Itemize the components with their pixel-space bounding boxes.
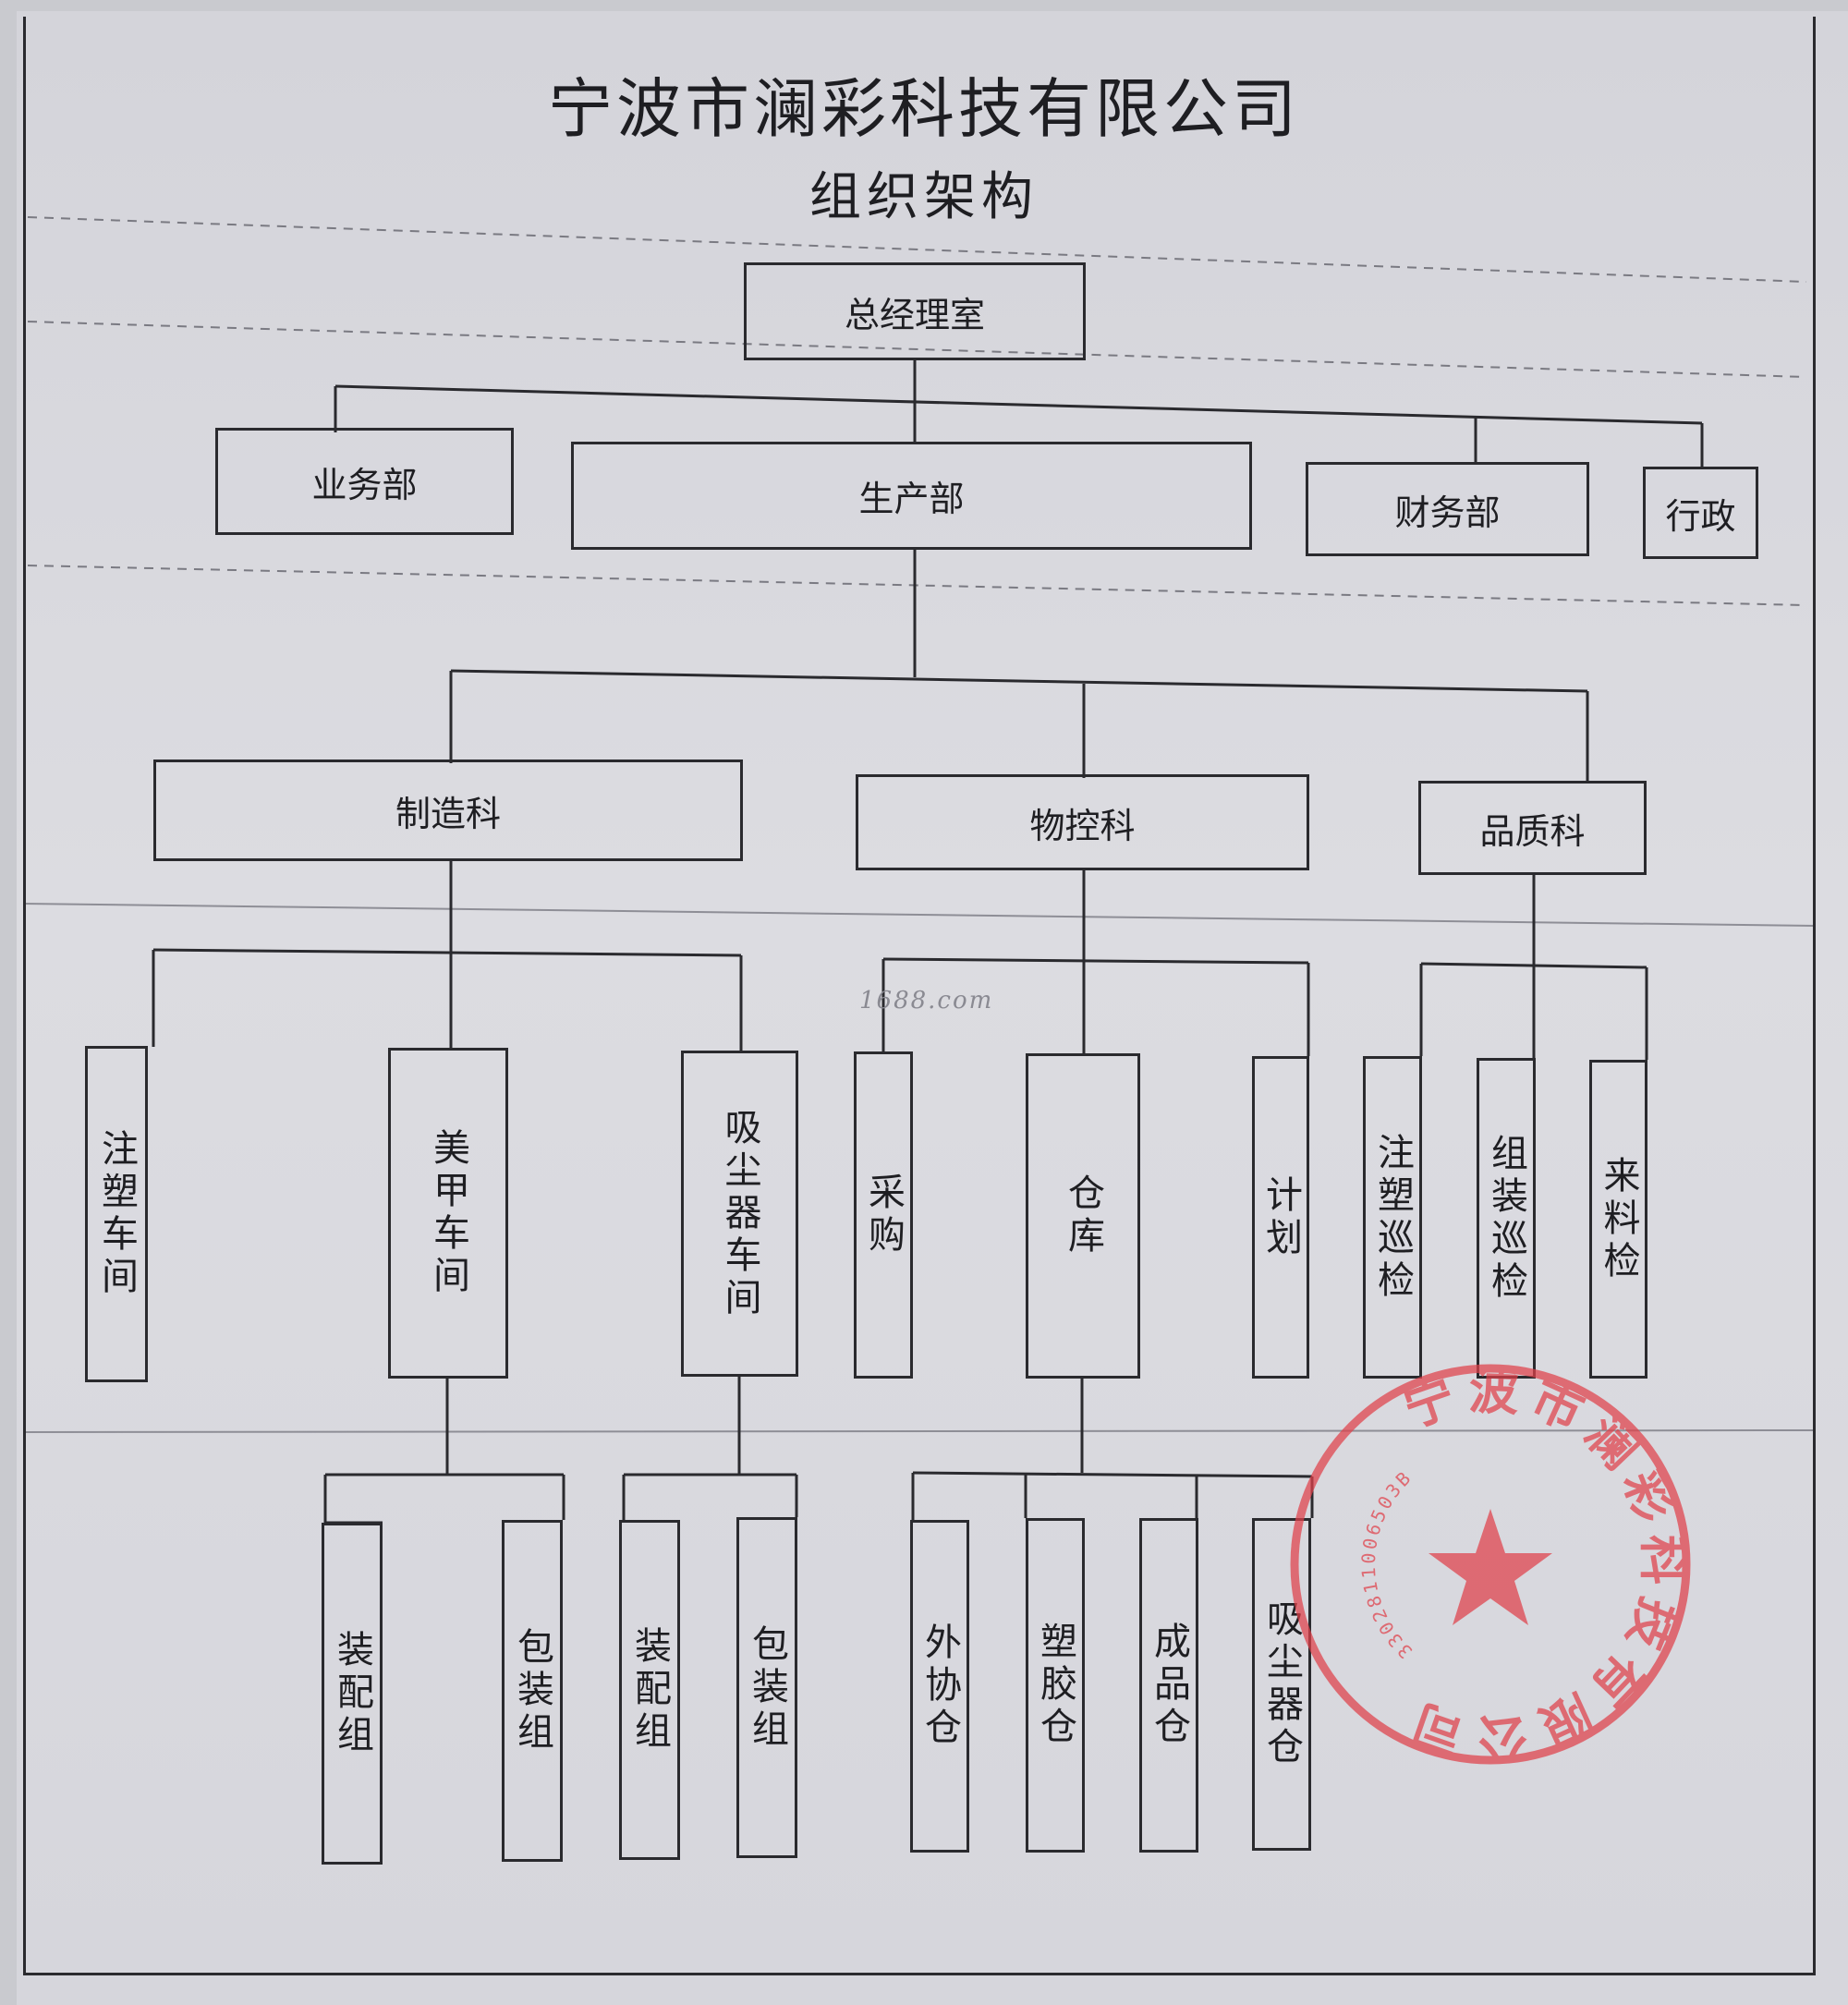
node-label: 外协仓: [918, 1622, 961, 1750]
node-incoming-inspection: 来料检: [1589, 1060, 1647, 1379]
node-label: 业务部: [311, 464, 418, 505]
watermark-text: 1688.com: [859, 987, 994, 1015]
node-vacuum-assembly-group: 装配组: [619, 1520, 680, 1860]
node-label: 采购: [862, 1173, 905, 1258]
node-label: 制造科: [395, 793, 501, 834]
seal-code-text: 3302811006503B: [1357, 1465, 1416, 1663]
node-label: 注塑车间: [95, 1129, 138, 1299]
dashed-guide-2: [27, 321, 1807, 378]
node-nail-packing-group: 包装组: [502, 1520, 563, 1862]
node-label: 吸尘器仓: [1260, 1599, 1303, 1769]
fold-line-1: [22, 903, 1817, 927]
node-label: 计划: [1259, 1174, 1302, 1260]
node-vacuum-packing-group: 包装组: [736, 1517, 797, 1858]
company-title: 宁波市澜彩科技有限公司: [548, 71, 1300, 147]
node-assembly-patrol: 组装巡检: [1477, 1058, 1536, 1379]
node-injection-workshop: 注塑车间: [85, 1046, 148, 1382]
seal-ring: [1290, 1364, 1691, 1765]
node-label: 成品仓: [1148, 1622, 1190, 1749]
node-nail-workshop: 美甲车间: [388, 1048, 508, 1379]
page-frame: [23, 17, 1816, 1975]
node-label: 物控科: [1029, 805, 1136, 846]
node-sales: 业务部: [215, 428, 514, 535]
node-label: 组装巡检: [1485, 1133, 1527, 1304]
node-label: 财务部: [1394, 492, 1501, 533]
node-label: 生产部: [858, 479, 965, 519]
seal-star-icon: [1429, 1509, 1552, 1625]
node-finance: 财务部: [1306, 462, 1589, 556]
node-label: 包装组: [746, 1623, 788, 1752]
fold-line-2: [22, 1429, 1817, 1433]
node-general-manager: 总经理室: [744, 262, 1086, 360]
node-outsourcing-store: 外协仓: [910, 1520, 969, 1853]
node-label: 包装组: [511, 1627, 553, 1755]
node-label: 来料检: [1597, 1155, 1640, 1283]
node-plastic-store: 塑胶仓: [1026, 1518, 1085, 1853]
dashed-guide-1: [27, 216, 1807, 283]
node-production: 生产部: [571, 442, 1252, 550]
node-admin: 行政: [1643, 467, 1758, 559]
seal-company-text: 宁波市澜彩科技有限公司: [1396, 1361, 1693, 1768]
node-label: 总经理室: [844, 294, 985, 335]
company-seal: 宁波市澜彩科技有限公司 3302811006503B: [1290, 1361, 1693, 1768]
node-label: 注塑巡检: [1371, 1132, 1414, 1303]
node-label: 仓库: [1062, 1173, 1104, 1258]
node-injection-patrol: 注塑巡检: [1363, 1056, 1422, 1379]
node-vacuum-workshop: 吸尘器车间: [681, 1051, 798, 1377]
node-manufacturing: 制造科: [153, 759, 743, 861]
node-finished-store: 成品仓: [1139, 1518, 1198, 1853]
dashed-guides: [27, 216, 1807, 606]
node-planning: 计划: [1252, 1056, 1309, 1379]
tree-connectors: [152, 360, 1704, 1525]
node-label: 行政: [1665, 495, 1736, 537]
fold-lines: [22, 903, 1817, 1433]
dashed-guide-3: [27, 565, 1807, 606]
node-vacuum-store: 吸尘器仓: [1252, 1518, 1311, 1851]
node-nail-assembly-group: 装配组: [322, 1523, 383, 1865]
node-label: 吸尘器车间: [718, 1107, 761, 1320]
chart-subtitle: 组织架构: [809, 167, 1039, 227]
node-label: 品质科: [1479, 810, 1586, 852]
node-label: 装配组: [628, 1626, 671, 1754]
node-quality: 品质科: [1418, 781, 1647, 875]
node-purchasing: 采购: [854, 1051, 913, 1379]
node-label: 装配组: [331, 1630, 373, 1757]
node-warehouse: 仓库: [1026, 1053, 1140, 1379]
node-label: 美甲车间: [427, 1128, 469, 1298]
node-label: 塑胶仓: [1034, 1622, 1076, 1749]
node-material-control: 物控科: [856, 774, 1309, 870]
